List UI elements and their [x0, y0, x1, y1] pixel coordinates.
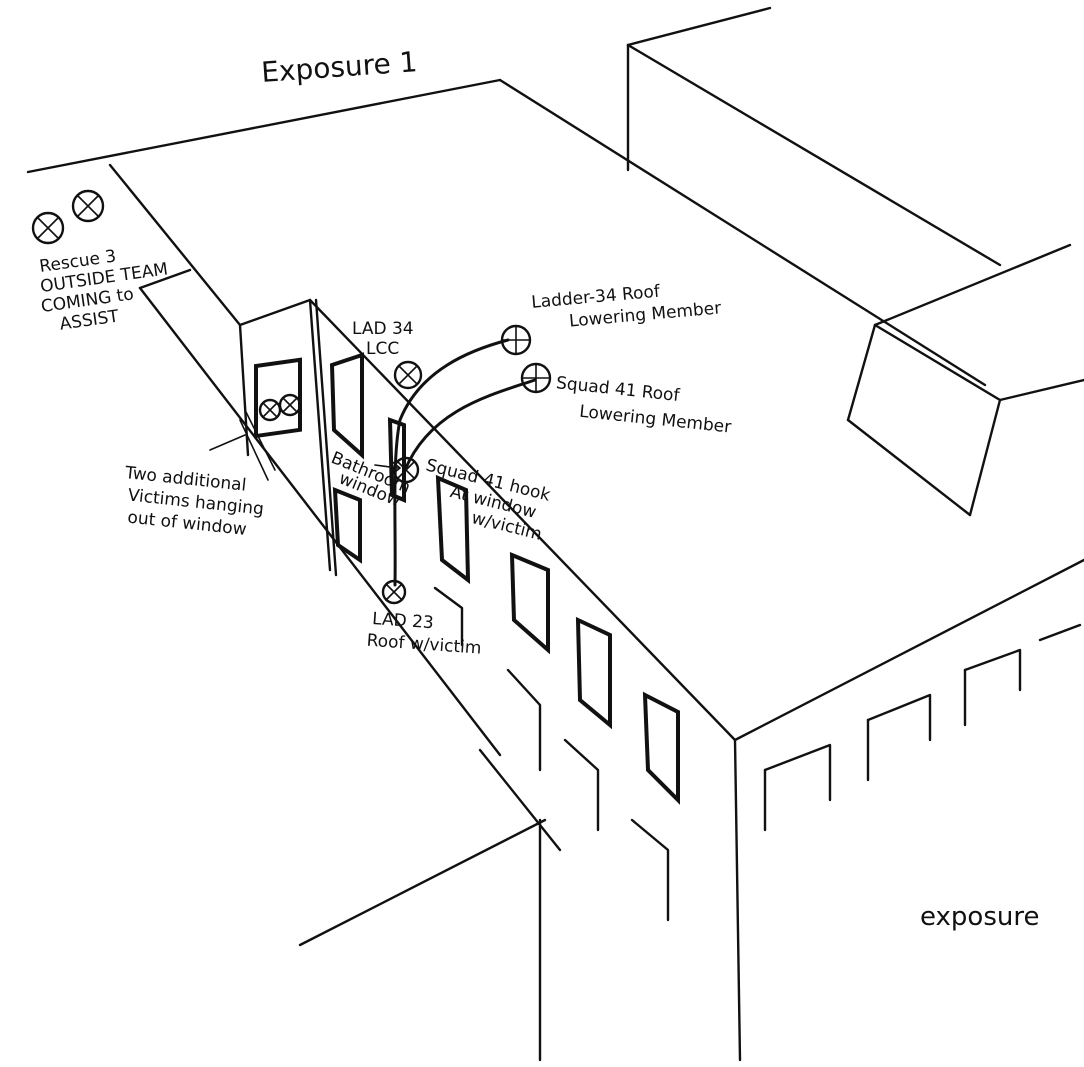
lad23-icon	[381, 579, 407, 605]
victim-icon	[278, 393, 302, 417]
lad23-line-2: Roof w/victim	[366, 631, 482, 659]
exposure-bottom-label: exposure	[920, 902, 1039, 932]
left-wing-walls	[138, 268, 742, 1062]
ladder34-label: Ladder-34 Roof Lowering Member	[531, 282, 722, 332]
rear-building	[626, 6, 1002, 267]
squad41-hook-label: Squad 41 hook At window w/victim	[424, 455, 553, 544]
rescue3-label: Rescue 3 OUTSIDE TEAM COMING to ASSIST	[38, 246, 169, 334]
person-markers	[31, 189, 552, 605]
squad41-roof-icon	[520, 362, 552, 394]
lad34-lcc-line-1: LAD 34	[352, 319, 414, 339]
squad41-hook-icon	[392, 456, 420, 484]
rescue3-member-icon	[71, 189, 105, 223]
lad23-label: LAD 23 Roof w/victim	[366, 609, 482, 659]
rooftop-bulkhead	[846, 243, 1084, 517]
rescue3-member-icon	[31, 211, 65, 245]
squad41-roof-line-2: Lowering Member	[578, 402, 732, 438]
two-victims-label: Two additional Victims hanging out of wi…	[123, 463, 265, 540]
victim-icon	[258, 398, 282, 422]
main-building-roof	[26, 78, 1084, 742]
lad34-lcc-icon	[393, 360, 423, 390]
exposure-windows	[763, 623, 1082, 832]
exposure-1-label: Exposure 1	[260, 45, 418, 89]
labels: Exposure 1 Rescue 3 OUTSIDE TEAM COMING …	[38, 45, 1039, 932]
lad23-line-1: LAD 23	[372, 609, 435, 633]
squad41-roof-line-1: Squad 41 Roof	[555, 373, 681, 406]
ladder34-roof-icon	[500, 324, 532, 356]
lad34-lcc-line-2: LCC	[366, 339, 399, 359]
squad41-roof-label: Squad 41 Roof Lowering Member	[555, 373, 732, 438]
